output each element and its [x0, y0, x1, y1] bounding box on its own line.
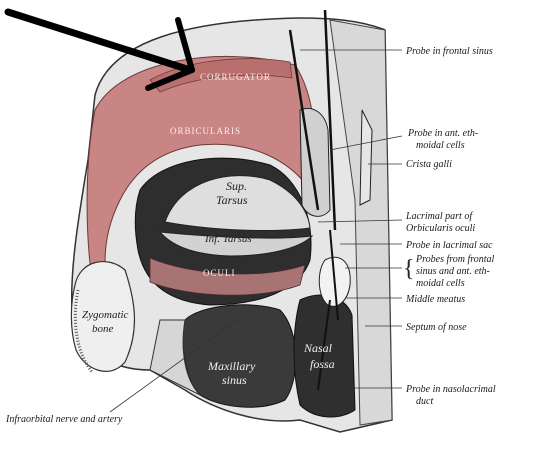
oculi-band — [149, 257, 306, 296]
callout-probe-nasolacrimal-2: duct — [416, 396, 433, 407]
callout-probe-nasolacrimal-1: Probe in nasolacrimal — [405, 384, 496, 395]
label-sup-2: Tarsus — [216, 193, 248, 207]
septum-region — [329, 19, 393, 426]
probe-lacrimal — [329, 229, 339, 321]
callout-probes-frontal-1: Probes from frontal — [415, 254, 495, 265]
inferior-tarsus — [158, 231, 314, 257]
maxillary-floor — [149, 319, 201, 396]
pointer-arrow-head-top — [175, 17, 195, 73]
probe-ethmoidal — [323, 9, 337, 231]
label-zygomatic-1: Zygomatic — [82, 309, 129, 321]
label-nasal-2: fossa — [310, 357, 335, 371]
label-corrugator: CORRUGATOR — [200, 72, 271, 82]
label-maxillary-1: Maxillary — [207, 359, 256, 373]
superior-tarsus — [164, 175, 311, 231]
callout-lacrimal-part-2: Orbicularis oculi — [406, 223, 475, 234]
callout-septum: Septum of nose — [406, 322, 467, 333]
probe-frontal — [288, 29, 320, 211]
label-zygomatic-2: bone — [92, 323, 114, 335]
callout-probe-lacrimal-sac: Probe in lacrimal sac — [405, 240, 493, 251]
probe-nasolacrimal — [317, 299, 331, 391]
brace-probes: { — [403, 256, 415, 282]
pointer-arrow-head-bottom — [145, 67, 195, 91]
callout-infraorbital: Infraorbital nerve and artery — [5, 414, 123, 425]
leader-lacrimal-part — [317, 219, 403, 223]
label-maxillary-2: sinus — [222, 373, 247, 387]
callout-probe-frontal: Probe in frontal sinus — [405, 46, 493, 57]
pointer-arrow-shaft — [4, 8, 194, 74]
callout-probe-ethmoidal-1: Probe in ant. eth- — [407, 128, 478, 139]
maxillary-sinus — [182, 304, 297, 408]
zygomatic-edge — [73, 289, 94, 373]
label-oculi: OCULI — [203, 268, 236, 278]
zygomatic-bone — [70, 261, 135, 372]
label-nasal-1: Nasal — [303, 341, 333, 355]
label-orbicularis: ORBICULARIS — [170, 126, 241, 136]
leader-ethmoidal — [329, 135, 403, 151]
leader-infraorbital — [109, 317, 241, 413]
callout-middle-meatus: Middle meatus — [405, 294, 465, 305]
callout-probe-ethmoidal-2: moidal cells — [416, 140, 465, 151]
callout-lacrimal-part-1: Lacrimal part of — [405, 211, 473, 222]
nasal-fossa — [293, 294, 356, 418]
callout-crista-galli: Crista galli — [406, 159, 452, 170]
crista-galli — [359, 109, 373, 206]
callout-probes-frontal-2: sinus and ant. eth- — [416, 266, 490, 277]
label-sup-1: Sup. — [226, 179, 247, 193]
callout-probes-frontal-3: moidal cells — [416, 278, 465, 289]
label-inf-tarsus: Inf. Tarsus — [204, 233, 252, 245]
